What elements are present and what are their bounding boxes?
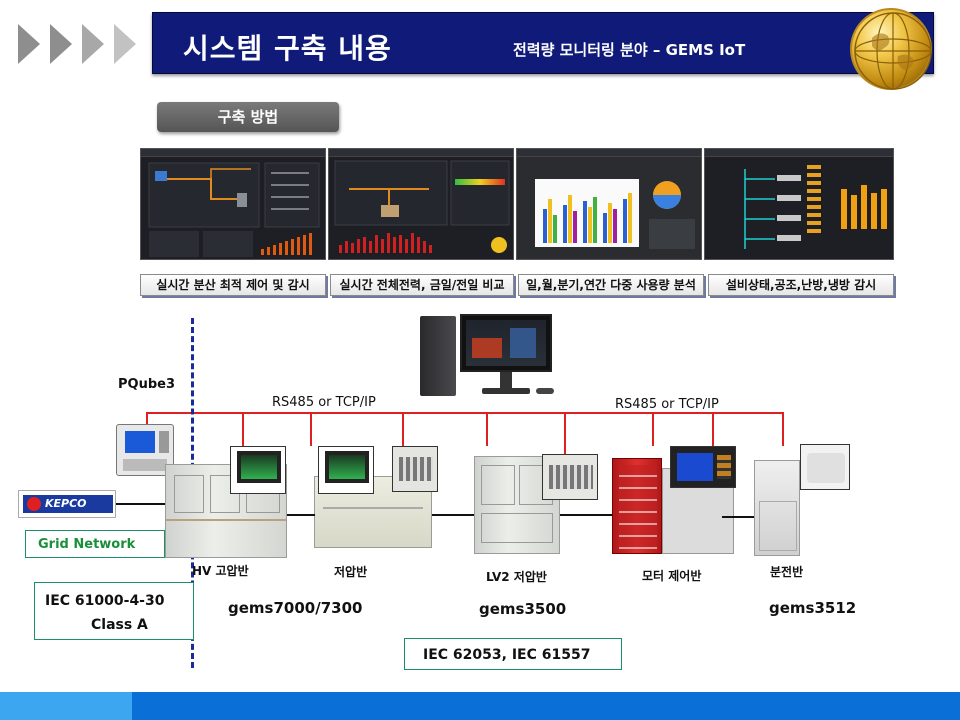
motor-control-panel-cabinet [612, 458, 662, 554]
header-banner: 시스템 구축 내용 전력량 모니터링 분야 – GEMS IoT [152, 12, 934, 74]
distribution-board-cabinet [754, 460, 800, 556]
screenshot-distributed-control [140, 148, 326, 260]
gems3512-device-icon [800, 444, 850, 490]
grid-network-box: Grid Network [25, 530, 165, 558]
model-gems7000-label: gems7000/7300 [228, 599, 363, 617]
pqube-device-icon [116, 424, 174, 476]
lv2-panel-label: LV2 저압반 [486, 570, 547, 584]
low-voltage-panel-label: 저압반 [334, 565, 368, 579]
iec-61000-box: IEC 61000-4-30 Class A [34, 582, 194, 640]
chevron-right-icon [114, 24, 136, 64]
gems7300-meter-icon [318, 446, 374, 494]
page-title: 시스템 구축 내용 [183, 32, 392, 65]
hv-panel-label: HV 고압반 [192, 564, 249, 578]
gems3500-device-icon [542, 454, 598, 500]
chevron-right-icon [18, 24, 40, 64]
screenshot-realtime-power [328, 148, 514, 260]
caption-usage-analysis: 일,월,분기,연간 다중 사용량 분석 [518, 274, 704, 296]
pqube-label: PQube3 [118, 377, 176, 392]
caption-distributed-control: 실시간 분산 최적 제어 및 감시 [140, 274, 326, 296]
footer-bar [0, 692, 960, 720]
caption-equipment-monitor: 설비상태,공조,난방,냉방 감시 [708, 274, 894, 296]
chevron-right-icon [82, 24, 104, 64]
caption-realtime-power: 실시간 전체전력, 금일/전일 비교 [330, 274, 514, 296]
server-computer-icon [412, 308, 562, 404]
rs485-label-right: RS485 or TCP/IP [615, 397, 719, 412]
distribution-board-label: 분전반 [770, 565, 804, 579]
gems7000-meter-icon [230, 446, 286, 494]
chevron-right-icon [50, 24, 72, 64]
standard-iec-box: IEC 62053, IEC 61557 [404, 638, 622, 670]
gems3500-module-icon [392, 446, 438, 492]
page-subtitle: 전력량 모니터링 분야 – GEMS IoT [513, 41, 746, 59]
motor-display-icon [670, 446, 736, 488]
model-gems3500-label: gems3500 [479, 600, 567, 618]
method-label: 구축 방법 [157, 102, 339, 132]
globe-icon [850, 8, 932, 90]
rs485-label-left: RS485 or TCP/IP [272, 395, 376, 410]
model-gems3512-label: gems3512 [769, 599, 857, 617]
motor-panel-label: 모터 제어반 [642, 569, 702, 583]
screenshot-usage-analysis [516, 148, 702, 260]
kepco-logo: KEPCO [18, 490, 116, 518]
screenshot-equipment-monitor [704, 148, 894, 260]
network-bus-line [146, 412, 784, 414]
